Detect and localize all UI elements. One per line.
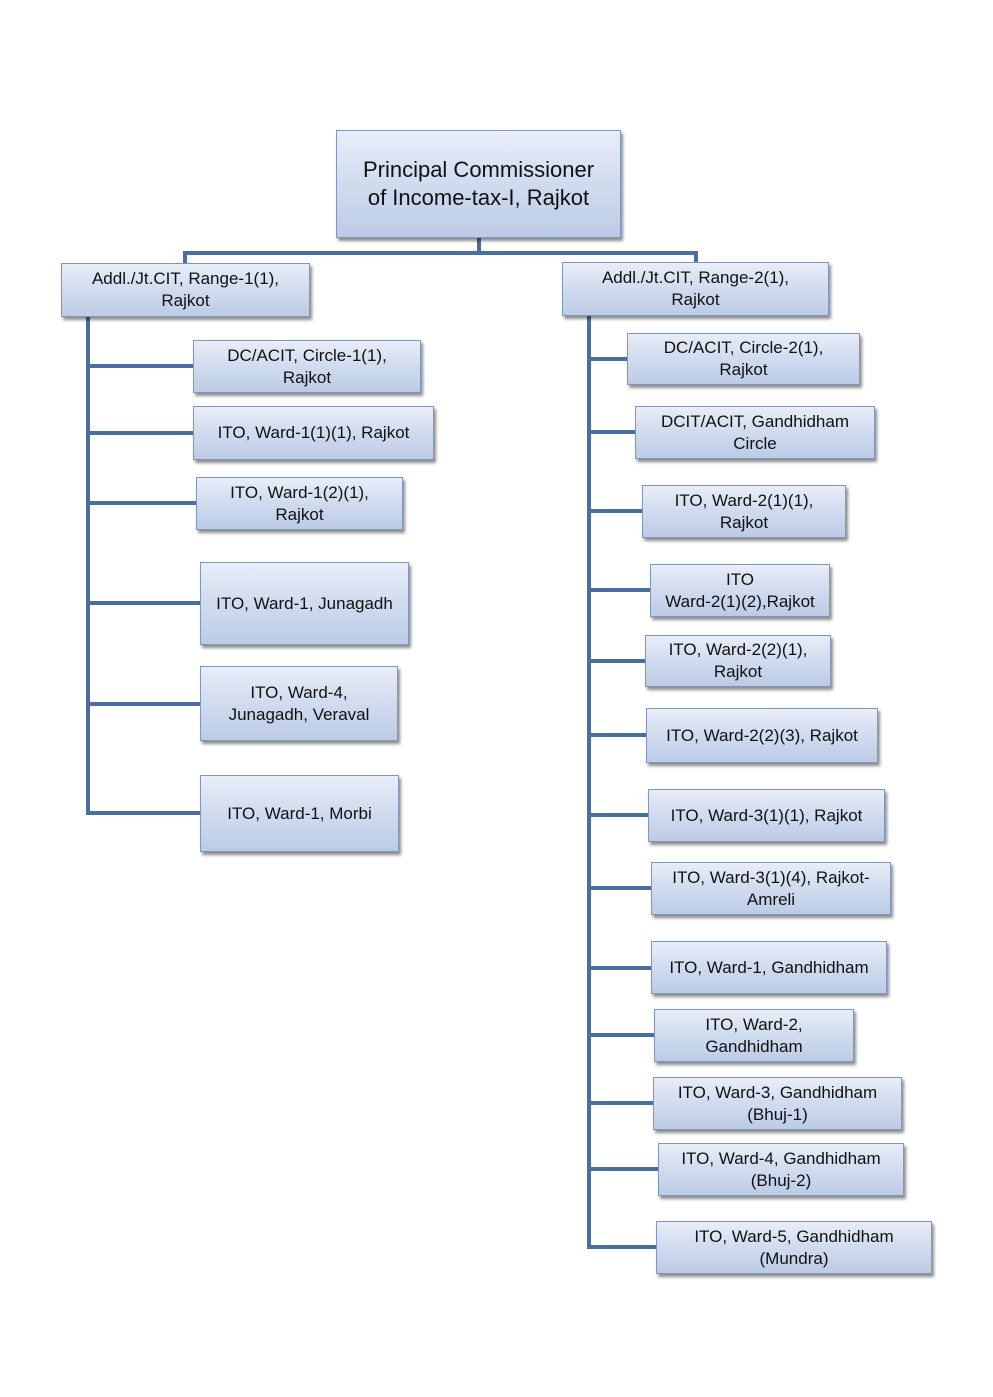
root-node-label: Principal Commissioner of Income-tax-I, … bbox=[362, 156, 595, 210]
office-label: ITO, Ward-1, Junagadh bbox=[216, 593, 393, 613]
office-label: ITO, Ward-5, Gandhidham (Mundra) bbox=[694, 1226, 894, 1268]
range-1-trunk bbox=[86, 317, 90, 815]
range-2-office-node: ITO, Ward-3(1)(4), Rajkot- Amreli bbox=[651, 862, 891, 915]
office-label: ITO, Ward-3(1)(1), Rajkot bbox=[670, 805, 863, 825]
range-1-office-node: ITO, Ward-1(2)(1), Rajkot bbox=[196, 477, 403, 530]
range-1-office-node: ITO, Ward-1, Junagadh bbox=[200, 562, 409, 645]
office-label: ITO, Ward-4, Junagadh, Veraval bbox=[228, 682, 370, 724]
range-1-office-node: ITO, Ward-1(1)(1), Rajkot bbox=[193, 406, 434, 460]
range-1-office-node: DC/ACIT, Circle-1(1), Rajkot bbox=[193, 340, 421, 393]
range-2-office-node: ITO, Ward-3, Gandhidham (Bhuj-1) bbox=[653, 1077, 902, 1130]
range-2-office-node: ITO, Ward-2(1)(1), Rajkot bbox=[642, 485, 846, 538]
range-1-branch bbox=[86, 501, 198, 505]
range-1-branch bbox=[86, 601, 202, 605]
office-label: DC/ACIT, Circle-2(1), Rajkot bbox=[663, 338, 824, 379]
office-label: ITO, Ward-2, Gandhidham bbox=[705, 1014, 803, 1056]
range-2-branch bbox=[587, 588, 652, 592]
office-label: ITO Ward-2(1)(2),Rajkot bbox=[665, 569, 815, 611]
range-2-branch bbox=[587, 509, 644, 513]
office-label: ITO, Ward-2(1)(1), Rajkot bbox=[674, 490, 814, 532]
range-2-node: Addl./Jt.CIT, Range-2(1), Rajkot bbox=[562, 262, 829, 316]
range-2-branch bbox=[587, 733, 648, 737]
range-1-branch bbox=[86, 364, 195, 368]
range-1-office-node: ITO, Ward-4, Junagadh, Veraval bbox=[200, 666, 398, 741]
range-2-office-node: ITO Ward-2(1)(2),Rajkot bbox=[650, 564, 830, 617]
range-1-office-node: ITO, Ward-1, Morbi bbox=[200, 775, 399, 852]
office-label: DCIT/ACIT, Gandhidham Circle bbox=[660, 411, 849, 453]
range-2-office-node: DC/ACIT, Circle-2(1), Rajkot bbox=[627, 333, 860, 385]
root-connector bbox=[477, 238, 481, 254]
range-2-trunk bbox=[587, 316, 591, 1249]
office-label: ITO, Ward-1, Gandhidham bbox=[669, 957, 869, 977]
range-2-drop-connector bbox=[694, 251, 698, 263]
range-1-node: Addl./Jt.CIT, Range-1(1), Rajkot bbox=[61, 263, 310, 317]
range-2-office-node: ITO, Ward-2(2)(3), Rajkot bbox=[646, 708, 878, 763]
range-2-branch bbox=[587, 886, 653, 890]
range-2-office-node: ITO, Ward-4, Gandhidham (Bhuj-2) bbox=[658, 1143, 904, 1196]
office-label: ITO, Ward-4, Gandhidham (Bhuj-2) bbox=[681, 1148, 881, 1190]
range-2-branch bbox=[587, 1245, 658, 1249]
office-label: ITO, Ward-1, Morbi bbox=[227, 803, 372, 823]
office-label: ITO, Ward-2(2)(1), Rajkot bbox=[668, 640, 808, 681]
range-2-office-node: ITO, Ward-3(1)(1), Rajkot bbox=[648, 789, 885, 842]
range-2-office-node: DCIT/ACIT, Gandhidham Circle bbox=[635, 406, 875, 459]
range-1-drop-connector bbox=[183, 251, 187, 265]
range-2-branch bbox=[587, 430, 637, 434]
range-2-office-node: ITO, Ward-2(2)(1), Rajkot bbox=[645, 635, 831, 687]
office-label: DC/ACIT, Circle-1(1), Rajkot bbox=[227, 345, 387, 387]
range-2-branch bbox=[587, 1101, 655, 1105]
office-label: ITO, Ward-3, Gandhidham (Bhuj-1) bbox=[677, 1082, 878, 1124]
range-2-office-node: ITO, Ward-5, Gandhidham (Mundra) bbox=[656, 1221, 932, 1274]
top-horizontal-connector bbox=[183, 251, 698, 255]
range-1-branch bbox=[86, 811, 202, 815]
range-2-office-node: ITO, Ward-2, Gandhidham bbox=[654, 1009, 854, 1062]
range-1-branch bbox=[86, 702, 202, 706]
range-2-branch bbox=[587, 966, 653, 970]
range-2-branch bbox=[587, 813, 650, 817]
range-1-label: Addl./Jt.CIT, Range-1(1), Rajkot bbox=[91, 269, 280, 310]
range-2-branch bbox=[587, 357, 629, 361]
range-2-branch bbox=[587, 659, 647, 663]
root-node: Principal Commissioner of Income-tax-I, … bbox=[336, 130, 621, 238]
office-label: ITO, Ward-3(1)(4), Rajkot- Amreli bbox=[672, 867, 870, 909]
range-1-branch bbox=[86, 431, 195, 435]
office-label: ITO, Ward-1(1)(1), Rajkot bbox=[217, 423, 410, 443]
office-label: ITO, Ward-2(2)(3), Rajkot bbox=[666, 725, 858, 745]
office-label: ITO, Ward-1(2)(1), Rajkot bbox=[230, 482, 369, 524]
range-2-branch bbox=[587, 1033, 656, 1037]
range-2-branch bbox=[587, 1167, 660, 1171]
range-2-label: Addl./Jt.CIT, Range-2(1), Rajkot bbox=[601, 268, 790, 309]
range-2-office-node: ITO, Ward-1, Gandhidham bbox=[651, 941, 887, 994]
